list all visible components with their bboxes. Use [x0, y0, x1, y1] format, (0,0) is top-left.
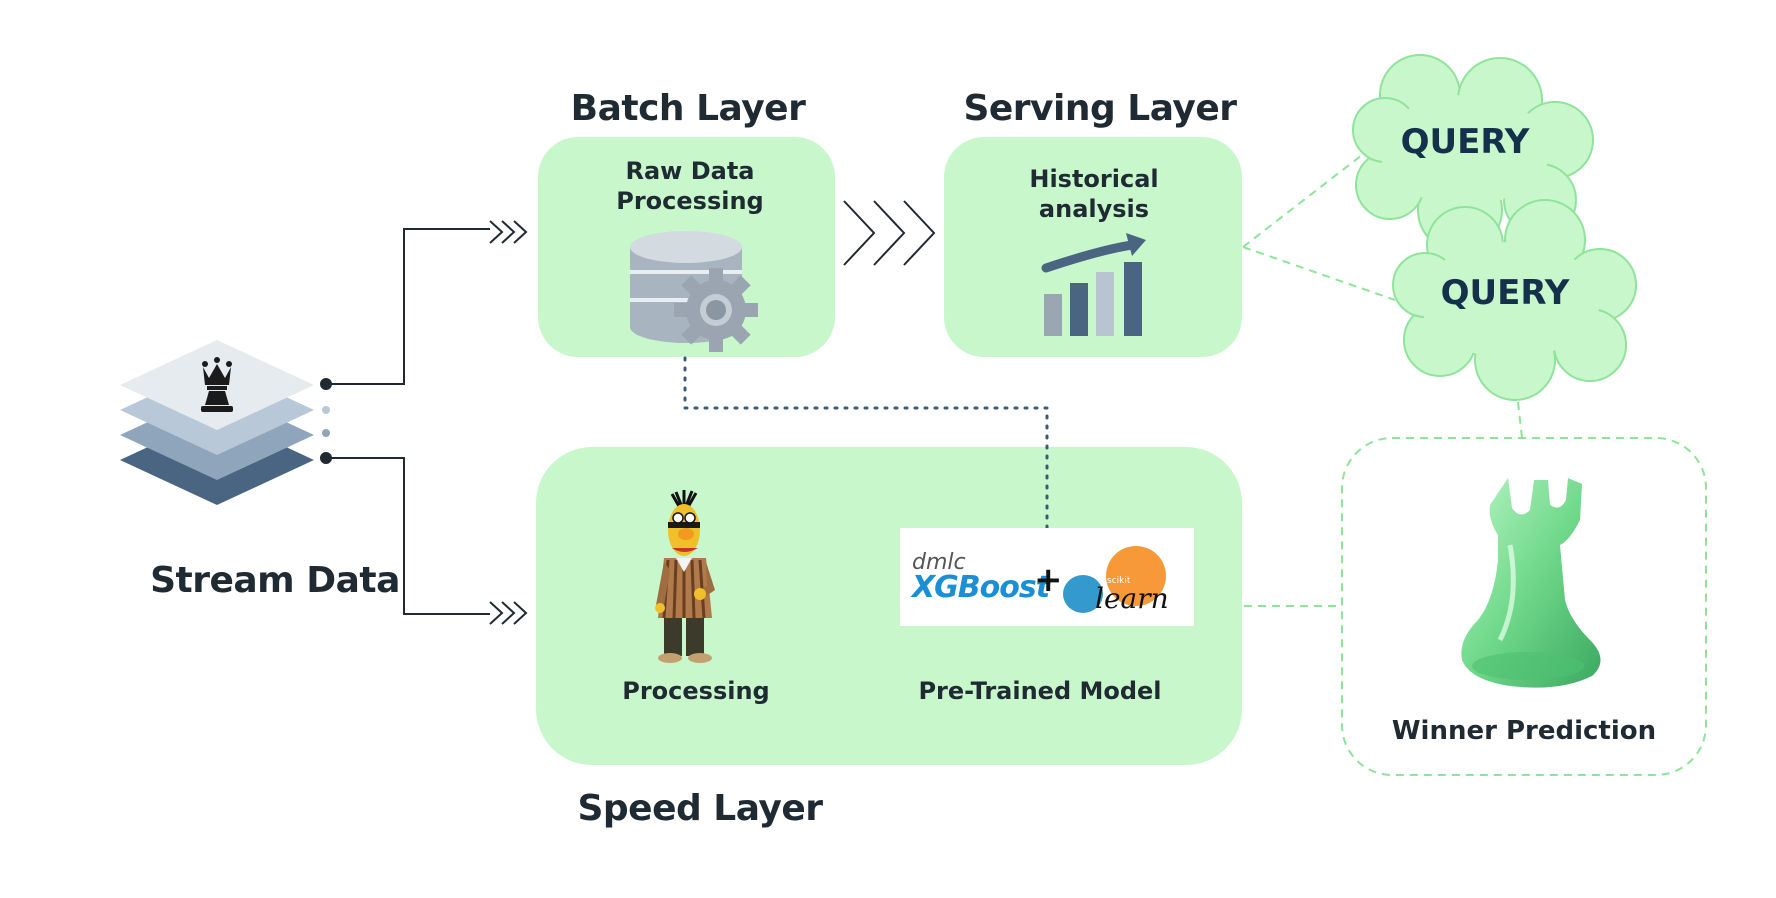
model-logos: dmlc XGBoost + scikit learn — [900, 528, 1194, 626]
query-1-label[interactable]: QUERY — [1400, 122, 1530, 162]
serving-caption-line2: analysis — [1038, 195, 1150, 223]
sklearn-logo-text: learn — [1095, 582, 1169, 615]
speed-layer-box — [536, 447, 1242, 765]
xgboost-logo-text: XGBoost — [912, 570, 1050, 605]
serving-layer-title: Serving Layer — [963, 88, 1237, 129]
batch-caption-line1: Raw Data — [625, 157, 755, 185]
stream-data-label: Stream Data — [150, 560, 400, 601]
sklearn-prefix: scikit — [1107, 576, 1131, 586]
chevrons-to-serving — [843, 200, 936, 266]
puppet-character-icon — [655, 490, 715, 663]
chess-rook-icon — [1461, 478, 1601, 688]
database-gear-icon — [630, 231, 758, 352]
chevrons-to-speed — [489, 601, 528, 625]
dotted-connector — [683, 356, 1049, 530]
processing-label: Processing — [622, 677, 770, 705]
speed-layer-title: Speed Layer — [577, 788, 823, 829]
layered-stack-with-chess-queen-icon — [120, 340, 314, 505]
sklearn-logo-icon — [1063, 546, 1166, 613]
stream-connectors — [326, 228, 490, 615]
query-cloud-1[interactable] — [1352, 54, 1594, 253]
query-cloud-2[interactable] — [1392, 199, 1637, 401]
pretrained-model-label: Pre-Trained Model — [918, 677, 1162, 705]
winner-prediction-label: Winner Prediction — [1391, 716, 1657, 746]
query-2-label[interactable]: QUERY — [1440, 273, 1570, 313]
dashed-connectors — [1242, 154, 1523, 607]
batch-layer-title: Batch Layer — [570, 88, 806, 129]
xgboost-prefix: dmlc — [912, 550, 966, 575]
bar-chart-growth-arrow-icon — [1041, 233, 1146, 336]
serving-layer-box — [944, 137, 1242, 357]
batch-caption-line2: Processing — [616, 187, 764, 215]
prediction-box — [1341, 437, 1707, 776]
chevrons-to-batch — [489, 220, 528, 244]
serving-caption-line1: Historical — [1029, 165, 1159, 193]
plus-sign: + — [1034, 560, 1063, 600]
